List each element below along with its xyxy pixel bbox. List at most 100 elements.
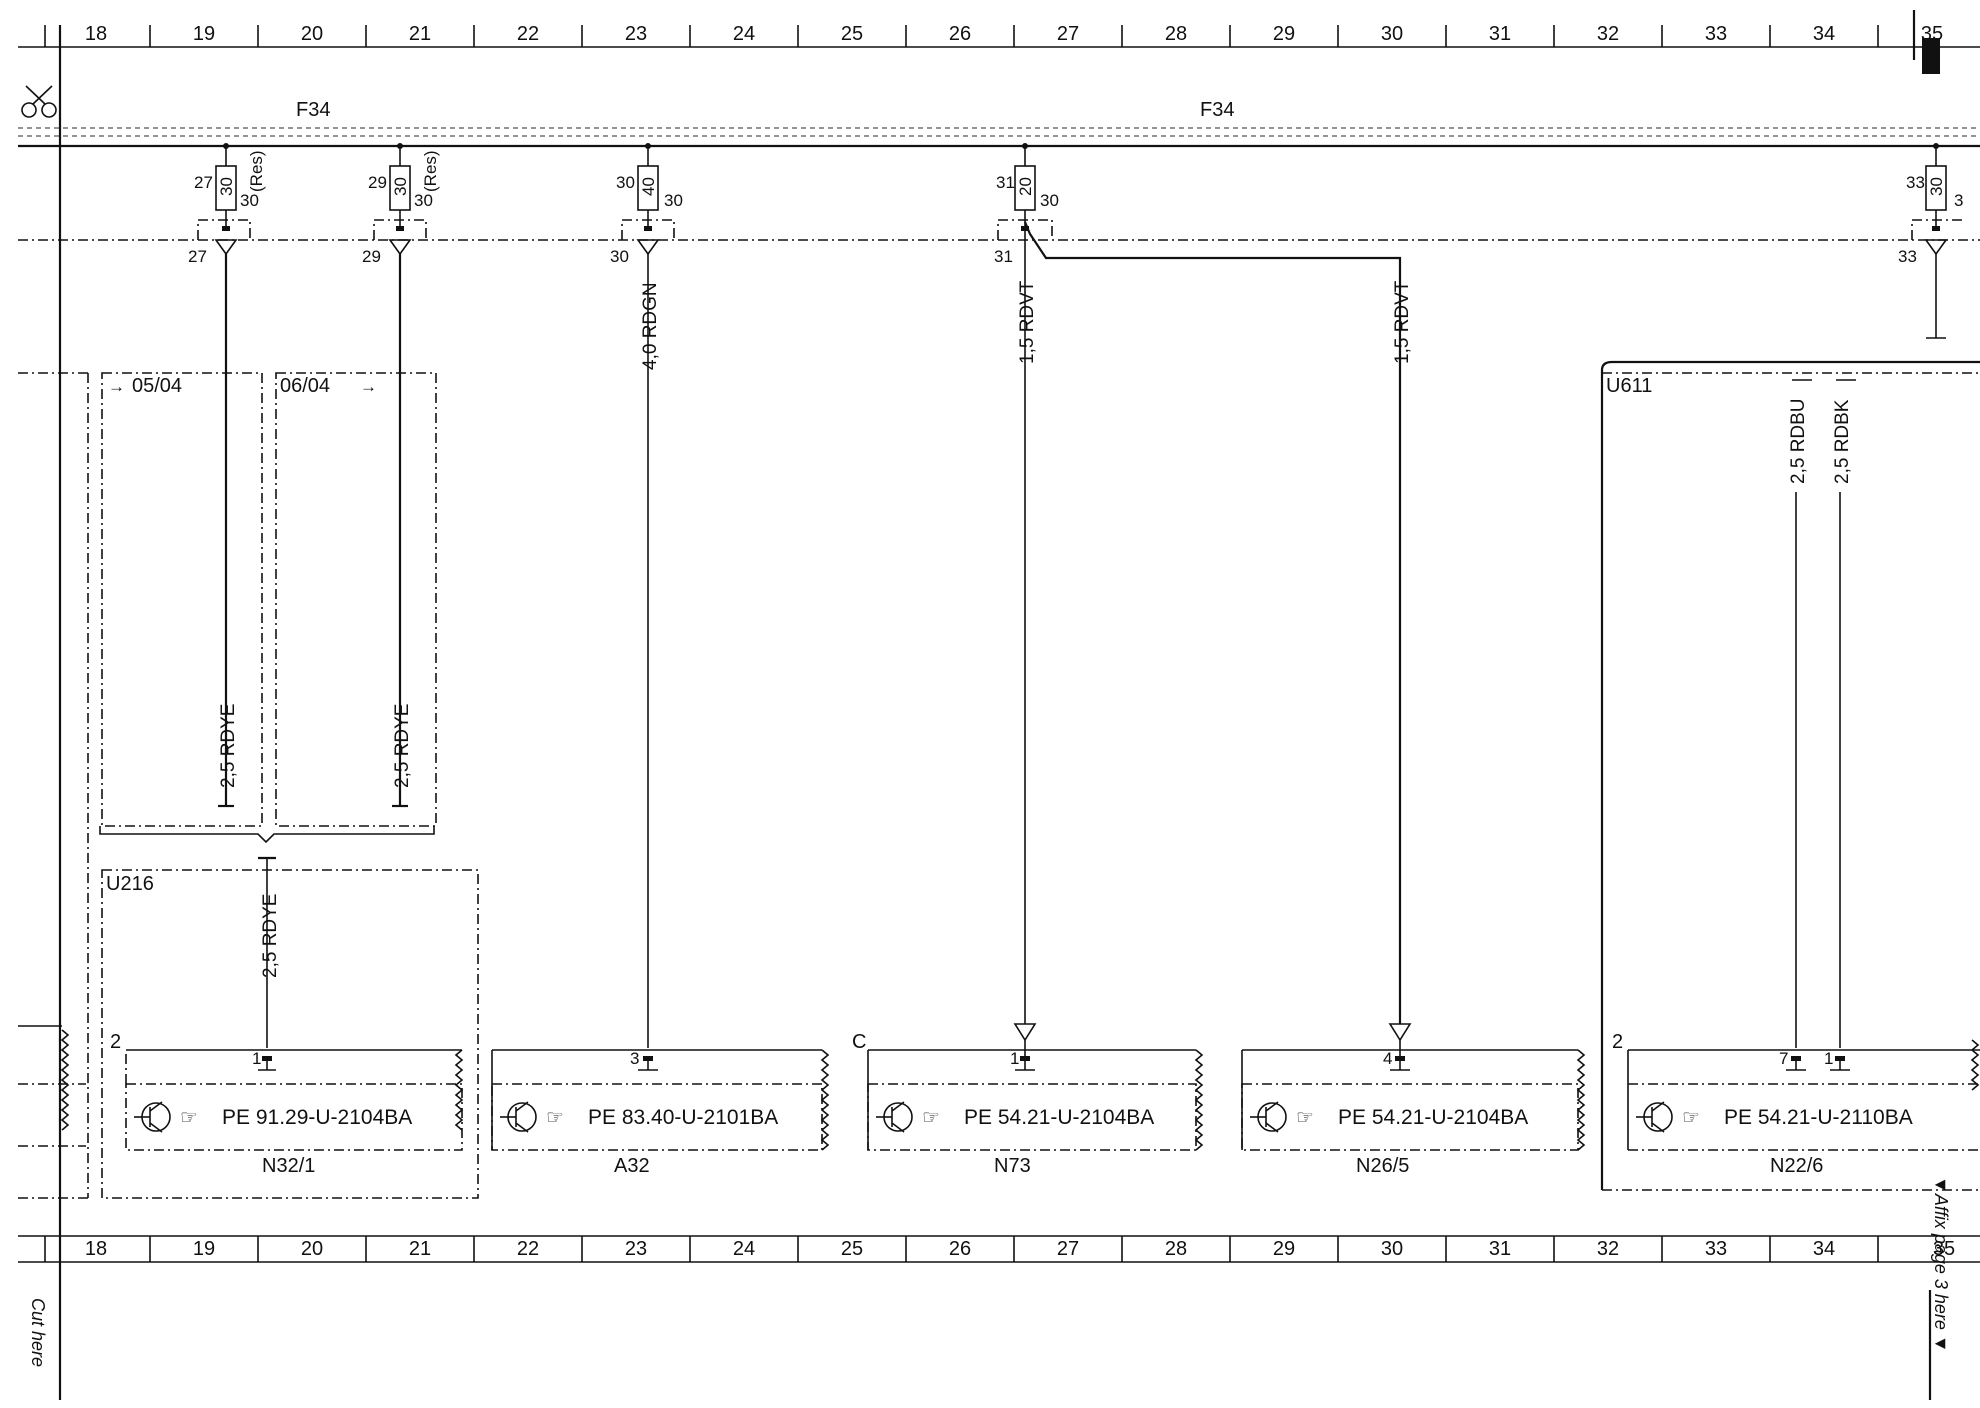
fuse-rating: 20 — [1016, 177, 1035, 196]
column-number: 24 — [733, 23, 755, 45]
transistor-icon — [134, 1101, 171, 1133]
column-number: 21 — [409, 23, 431, 45]
wire-label: 1,5 RDVT — [1392, 280, 1413, 364]
pin-number: 1 — [252, 1049, 261, 1068]
unit-u216: U216 2,5 RDYE — [101, 856, 479, 1199]
pin-number: 1 — [1010, 1049, 1019, 1068]
column-number: 18 — [85, 1238, 107, 1260]
left-edge-stubs — [18, 1025, 86, 1147]
pointing-hand-icon: ☞ — [546, 1107, 564, 1129]
fuse-number: 33 — [1906, 173, 1925, 192]
column-number: 21 — [409, 1238, 431, 1260]
pin-number: 3 — [630, 1049, 639, 1068]
column-number: 20 — [301, 23, 323, 45]
fuse-block-f34: F34 F34 — [18, 99, 1980, 241]
component-id: N73 — [994, 1155, 1031, 1177]
wire-label: 2,5 RDYE — [392, 704, 413, 788]
column-number-edge: 35 — [1933, 1238, 1955, 1260]
column-number: 28 — [1165, 23, 1187, 45]
column-number: 34 — [1813, 1238, 1835, 1260]
fuse-block-label: F34 — [296, 99, 330, 121]
column-number: 18 — [85, 23, 107, 45]
component-reference: PE 54.21-U-2110BA — [1724, 1106, 1913, 1129]
component-n73: C 1 ☞ PE 54.21-U-2104BA N73 — [852, 1031, 1204, 1177]
column-number: 34 — [1813, 23, 1835, 45]
component-id: N26/5 — [1356, 1155, 1409, 1177]
column-number: 28 — [1165, 1238, 1187, 1260]
pointing-hand-icon: ☞ — [180, 1107, 198, 1129]
unit-u611: U611 2,5 RDBU 2,5 RDBK — [1600, 360, 1980, 1191]
scissors-icon — [21, 85, 57, 118]
fuse-pin: 30 — [240, 191, 259, 210]
splice-number: 33 — [1898, 247, 1917, 266]
unit-label: U611 — [1606, 375, 1652, 397]
component-reference: PE 91.29-U-2104BA — [222, 1106, 412, 1129]
fuse-27: 30 (Res) 27 30 27 — [188, 143, 266, 266]
column-number: 19 — [193, 1238, 215, 1260]
fuse-pin: 3 — [1954, 191, 1963, 210]
variant-box-06-04 — [275, 372, 437, 827]
splice-number: 27 — [188, 247, 207, 266]
column-number: 29 — [1273, 23, 1295, 45]
splice-number: 29 — [362, 247, 381, 266]
transistor-icon — [500, 1101, 537, 1133]
fuse-rating: 30 — [1927, 177, 1946, 196]
fuse-29: 30 (Res) 29 30 29 — [362, 143, 440, 266]
fuse-reserve-label: (Res) — [421, 150, 440, 192]
wire-31: 1,5 RDVT 1,5 RDVT — [1013, 221, 1413, 1042]
fuse-31: 20 31 30 31 — [994, 143, 1059, 266]
fuse-block-label: F34 — [1200, 99, 1234, 121]
column-number: 27 — [1057, 23, 1079, 45]
column-number: 26 — [949, 1238, 971, 1260]
component-n26-5: 4 ☞ PE 54.21-U-2104BA N26/5 — [1241, 1040, 1586, 1177]
transistor-icon — [1636, 1101, 1673, 1133]
column-number: 33 — [1705, 23, 1727, 45]
column-number: 30 — [1381, 23, 1403, 45]
pointing-hand-icon: ☞ — [1296, 1107, 1314, 1129]
transistor-icon — [1250, 1101, 1287, 1133]
wire-30: 4,0 RDGN — [640, 254, 661, 1048]
cut-here-label: Cut here — [28, 1298, 48, 1367]
column-number: 20 — [301, 1238, 323, 1260]
component-id: A32 — [614, 1155, 650, 1177]
fuse-pin: 30 — [414, 191, 433, 210]
pin-number: 4 — [1383, 1049, 1392, 1068]
column-number: 24 — [733, 1238, 755, 1260]
date-range-label: 05/04 — [132, 375, 182, 397]
column-number: 26 — [949, 23, 971, 45]
date-arrow: → — [360, 377, 377, 396]
affix-page-label: ▼Affix page 3 here ▼ — [1931, 1176, 1951, 1353]
pointing-hand-icon: ☞ — [922, 1107, 940, 1129]
wire-label: 1,5 RDVT — [1017, 280, 1038, 364]
transistor-icon — [876, 1101, 913, 1133]
column-number: 22 — [517, 1238, 539, 1260]
fuse-number: 27 — [194, 173, 213, 192]
fuse-number: 29 — [368, 173, 387, 192]
component-id: N22/6 — [1770, 1155, 1823, 1177]
component-reference: PE 54.21-U-2104BA — [1338, 1106, 1528, 1129]
pin-number: 7 — [1779, 1049, 1788, 1068]
fuse-rating: 30 — [217, 177, 236, 196]
fuse-33: 30 33 3 33 — [1898, 143, 1964, 339]
splice-number: 30 — [610, 247, 629, 266]
page-marker-block — [1922, 38, 1940, 74]
component-n22-6: 2 7 1 ☞ PE 54.21-U-2110BA N22/6 — [1612, 1031, 1980, 1177]
variant-box-05-04 — [101, 372, 263, 827]
fuse-rating: 40 — [639, 177, 658, 196]
column-number: 30 — [1381, 1238, 1403, 1260]
wire-label: 2,5 RDYE — [218, 704, 239, 788]
component-a32: 3 ☞ PE 83.40-U-2101BA A32 — [491, 1049, 830, 1177]
connector-label: 2 — [1612, 1031, 1623, 1053]
column-number: 23 — [625, 1238, 647, 1260]
fuse-reserve-label: (Res) — [247, 150, 266, 192]
column-number: 27 — [1057, 1238, 1079, 1260]
wire-label: 4,0 RDGN — [640, 282, 661, 370]
fuse-pin: 30 — [664, 191, 683, 210]
column-number: 32 — [1597, 23, 1619, 45]
component-n32-1: 2 1 ☞ PE 91.29-U-2104BA N32/1 — [110, 1031, 464, 1177]
pointing-hand-icon: ☞ — [1682, 1107, 1700, 1129]
connector-label: 2 — [110, 1031, 121, 1053]
splice-number: 31 — [994, 247, 1013, 266]
wire-27: 2,5 RDYE — [218, 254, 239, 808]
